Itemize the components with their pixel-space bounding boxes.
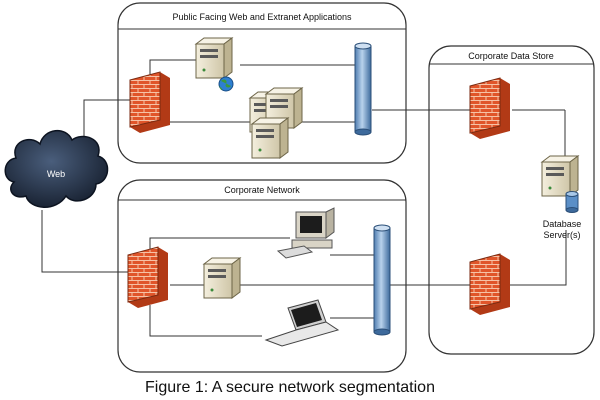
zone-public: Public Facing Web and Extranet Applicati… xyxy=(117,2,407,164)
web-cloud: Web xyxy=(4,130,109,208)
firewall-public xyxy=(129,71,170,133)
switch-corporate xyxy=(373,224,391,336)
firewall-datastore-bottom xyxy=(469,253,510,315)
zone-datastore-title: Corporate Data Store xyxy=(468,51,554,61)
database-server: Database Server(s) xyxy=(541,155,582,240)
database-icon xyxy=(565,191,579,213)
switch-public xyxy=(354,42,372,136)
firewall-corporate xyxy=(127,246,168,308)
desktop-computer-icon xyxy=(276,207,335,259)
figure-caption: Figure 1: A secure network segmentation xyxy=(145,379,435,396)
zone-public-title: Public Facing Web and Extranet Applicati… xyxy=(173,12,352,22)
web-cloud-label: Web xyxy=(47,169,65,179)
zone-corporate-title: Corporate Network xyxy=(224,185,300,195)
database-label-line1: Database xyxy=(543,219,582,229)
database-label-line2: Server(s) xyxy=(543,230,580,240)
firewall-datastore-top xyxy=(469,77,510,139)
corporate-server xyxy=(203,257,241,299)
globe-icon xyxy=(218,76,234,92)
laptop-icon xyxy=(264,299,340,347)
web-server xyxy=(195,37,234,92)
